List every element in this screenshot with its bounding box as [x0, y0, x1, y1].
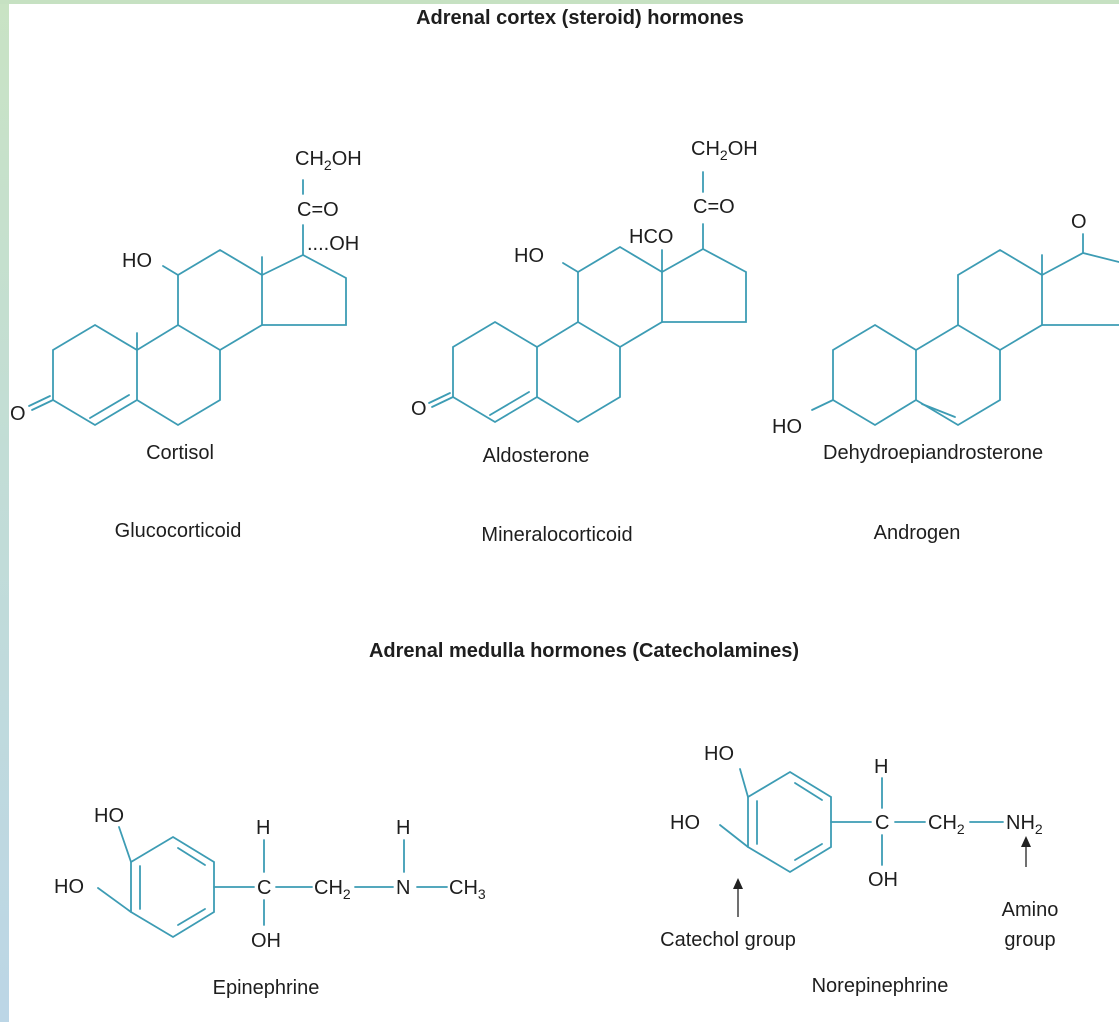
- norepinephrine-c3-ho-bond: [739, 768, 749, 798]
- norepinephrine-oh: OH: [868, 869, 898, 891]
- aldosterone-structure: CH2OH C=O HCO HO O Aldosterone Mineraloc…: [411, 138, 758, 546]
- dhea-ring-c: [957, 248, 1043, 351]
- epinephrine-ch2: CH2: [314, 877, 351, 902]
- dhea-ring-d: [1041, 252, 1119, 276]
- dhea-c3-oh-bond: [811, 399, 834, 411]
- epinephrine-n-h: H: [396, 817, 410, 839]
- aldosterone-ring-a: [452, 320, 538, 424]
- dhea-ring-a: [832, 323, 917, 427]
- norepinephrine-structure: HO HO H C OH CH2 NH2 Catechol group Amin…: [660, 743, 1058, 997]
- epinephrine-c3-ho-bond: [118, 826, 132, 863]
- aldosterone-name: Aldosterone: [483, 445, 590, 467]
- cortisol-class: Glucocorticoid: [115, 520, 242, 542]
- amino-arrowhead: [1021, 836, 1031, 847]
- aldosterone-ch2oh: CH2OH: [691, 138, 758, 163]
- aldosterone-hco: HCO: [629, 226, 673, 248]
- cortisol-ketone-o: O: [10, 403, 26, 425]
- catechol-arrowhead: [733, 878, 743, 889]
- epinephrine-n: N: [396, 877, 410, 899]
- norepinephrine-benzene-ring: [747, 770, 832, 874]
- cortisol-c11-ho: HO: [122, 250, 152, 272]
- epinephrine-ho-top: HO: [94, 805, 124, 827]
- cortisol-double-bond: [89, 394, 130, 419]
- frame-left-border: [0, 0, 9, 1022]
- cortisol-name: Cortisol: [146, 442, 214, 464]
- norepinephrine-ch2: CH2: [928, 812, 965, 837]
- cortisol-c17-oh: ....OH: [307, 233, 359, 255]
- epinephrine-c: C: [257, 877, 271, 899]
- cortex-heading: Adrenal cortex (steroid) hormones: [416, 7, 744, 29]
- epinephrine-ch3: CH3: [449, 877, 486, 902]
- dhea-ketone-o: O: [1071, 211, 1087, 233]
- cortisol-c3-ketone-bond: [31, 399, 54, 411]
- cortisol-ch2oh: CH2OH: [295, 148, 362, 173]
- norepinephrine-nh2: NH2: [1006, 812, 1043, 837]
- cortisol-carbonyl: C=O: [297, 199, 339, 221]
- medulla-heading: Adrenal medulla hormones (Catecholamines…: [369, 640, 799, 662]
- dhea-name: Dehydroepiandrosterone: [823, 442, 1043, 464]
- frame-top-border: [0, 0, 1119, 4]
- epinephrine-h: H: [256, 817, 270, 839]
- norepinephrine-ho-top: HO: [704, 743, 734, 765]
- cortisol-c11-oh-bond: [162, 265, 179, 276]
- aldosterone-carbonyl: C=O: [693, 196, 735, 218]
- aldosterone-ring-d: [661, 247, 747, 323]
- norepinephrine-c: C: [875, 812, 889, 834]
- aldosterone-ring-b: [536, 320, 621, 424]
- dhea-structure: O HO Dehydroepiandrosterone Androgen: [772, 211, 1119, 544]
- cortisol-ring-c: [177, 248, 263, 351]
- norepinephrine-ho-left: HO: [670, 812, 700, 834]
- aldosterone-ketone-o: O: [411, 398, 427, 420]
- aldosterone-class: Mineralocorticoid: [481, 524, 632, 546]
- cortisol-ring-b: [136, 323, 221, 427]
- catechol-group-label: Catechol group: [660, 929, 796, 951]
- epinephrine-ho-left: HO: [54, 876, 84, 898]
- cortisol-ring-d: [261, 253, 347, 326]
- aldosterone-c3-ketone-bond: [431, 396, 454, 408]
- dhea-double-bond: [921, 403, 956, 418]
- aldosterone-c11-ho: HO: [514, 245, 544, 267]
- dhea-c3-ho: HO: [772, 416, 802, 438]
- epinephrine-oh: OH: [251, 930, 281, 952]
- norepinephrine-c4-ho-bond: [719, 824, 749, 848]
- aldosterone-double-bond: [489, 391, 530, 416]
- epinephrine-structure: HO HO H C OH CH2 H N CH3 Epinephrine: [54, 805, 486, 999]
- cortisol-structure: CH2OH C=O ....OH HO O Cortisol Glucocort…: [10, 148, 362, 542]
- dhea-ring-b: [915, 323, 1001, 427]
- epinephrine-benzene-ring: [130, 835, 215, 939]
- cortisol-ring-a: [52, 323, 138, 427]
- epinephrine-c4-ho-bond: [97, 887, 132, 913]
- amino-label-line2: group: [1004, 929, 1055, 951]
- amino-label-line1: Amino: [1002, 899, 1059, 921]
- norepinephrine-h: H: [874, 756, 888, 778]
- norepinephrine-name: Norepinephrine: [812, 975, 949, 997]
- epinephrine-name: Epinephrine: [213, 977, 320, 999]
- aldosterone-c11-oh-bond: [562, 262, 579, 273]
- aldosterone-ring-c: [577, 245, 663, 348]
- dhea-class: Androgen: [874, 522, 961, 544]
